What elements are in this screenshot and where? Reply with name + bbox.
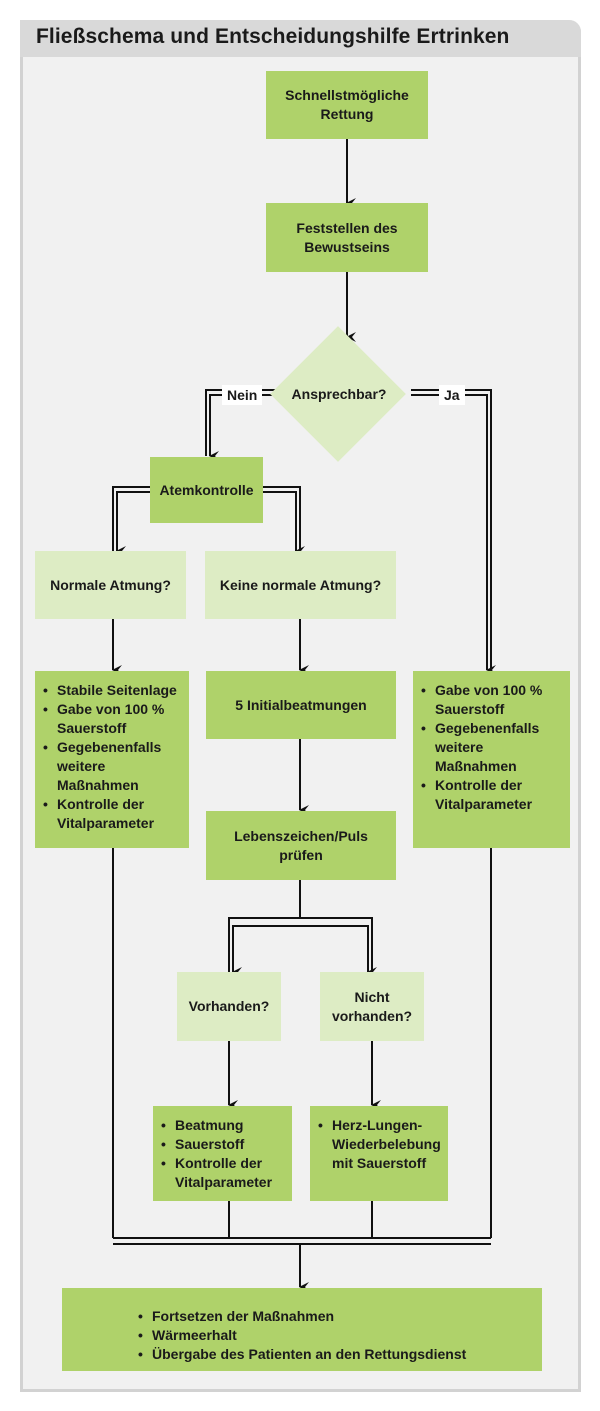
list-item: Gabe von 100 % Sauerstoff [421,681,566,719]
node-normale-atmung-label: Normale Atmung? [50,576,171,593]
node-atemkontrolle: Atemkontrolle [150,457,263,523]
connector-puls-right-2 [300,925,377,977]
node-normale-atmung: Normale Atmung? [35,551,186,619]
connector-puls-left-2 [232,925,300,977]
node-bewusstsein-label: Feststellen des Bewustseins [296,219,398,255]
node-keine-normale-atmung: Keine normale Atmung? [205,551,396,619]
list-item: Fortsetzen der Maßnahmen [138,1307,466,1326]
node-initialbeatmungen: 5 Initialbeatmungen [206,671,396,739]
node-lebenszeichen: Lebenszeichen/Puls prüfen [206,811,396,880]
node-initialbeatmungen-label: 5 Initialbeatmungen [235,696,367,713]
node-nicht-vorhanden-massnahmen: Herz-Lungen-Wiederbelebung mit Sauerstof… [310,1106,448,1201]
list-item: Gabe von 100 % Sauerstoff [43,700,185,738]
bullet-list-nicht-vorhanden: Herz-Lungen-Wiederbelebung mit Sauerstof… [318,1116,444,1173]
node-keine-normale-atmung-label: Keine normale Atmung? [219,576,382,593]
title-bar [20,20,581,57]
connector-atem-left-2 [116,491,150,556]
bullet-list-normale-atmung: Stabile Seitenlage Gabe von 100 % Sauers… [43,681,185,833]
node-vorhanden-label: Vorhanden? [188,998,270,1014]
list-item: Übergabe des Patienten an den Rettungsdi… [138,1345,466,1364]
list-item: Kontrolle der Vitalparameter [43,795,185,833]
node-vorhanden: Vorhanden? [177,972,281,1041]
connector-atem-left-1 [112,486,150,551]
list-item: Wärmeerhalt [138,1326,466,1345]
node-rettung: Schnellstmögliche Rettung [266,71,428,139]
list-item: Sauerstoff [161,1135,288,1154]
list-item: Gegebenenfalls weitere Maßnahmen [421,719,566,776]
list-item: Gegebenenfalls weitere Maßnahmen [43,738,185,795]
node-bewusstsein: Feststellen des Bewustseins [266,203,428,272]
node-nicht-vorhanden: Nicht vorhanden? [320,972,424,1041]
list-item: Kontrolle der Vitalparameter [161,1154,288,1192]
node-rettung-label: Schnellstmögliche Rettung [285,87,409,122]
node-abschluss: Fortsetzen der Maßnahmen Wärmeerhalt Übe… [62,1288,542,1371]
connector-puls-left-1 [228,917,300,972]
edge-label-nein: Nein [222,385,263,405]
connector-atem-right-2 [263,491,305,556]
node-vorhanden-massnahmen: Beatmung Sauerstoff Kontrolle der Vitalp… [153,1106,292,1201]
node-ansprechbar-massnahmen: Gabe von 100 % Sauerstoff Gegebenenfalls… [413,671,570,848]
connector-atem-right-1 [263,486,301,551]
node-atemkontrolle-label: Atemkontrolle [159,481,254,498]
list-item: Beatmung [161,1116,288,1135]
bullet-list-ansprechbar: Gabe von 100 % Sauerstoff Gegebenenfalls… [421,681,566,814]
edge-label-ja: Ja [439,385,465,405]
list-item: Kontrolle der Vitalparameter [421,776,566,814]
list-item: Herz-Lungen-Wiederbelebung mit Sauerstof… [318,1116,444,1173]
node-nicht-vorhanden-label: Nicht vorhanden? [331,988,413,1024]
node-ansprechbar-label: Ansprechbar? [291,386,387,402]
bullet-list-vorhanden: Beatmung Sauerstoff Kontrolle der Vitalp… [161,1116,288,1192]
connector-ja-1 [411,389,492,670]
connector-puls-right-1 [300,917,373,972]
list-item: Stabile Seitenlage [43,681,185,700]
figure-title: Fließschema und Entscheidungshilfe Ertri… [36,25,510,48]
connector-ja-2 [411,394,496,675]
node-lebenszeichen-label: Lebenszeichen/Puls prüfen [234,827,368,863]
bullet-list-abschluss: Fortsetzen der Maßnahmen Wärmeerhalt Übe… [138,1307,466,1364]
node-normale-atmung-massnahmen: Stabile Seitenlage Gabe von 100 % Sauers… [35,671,189,848]
